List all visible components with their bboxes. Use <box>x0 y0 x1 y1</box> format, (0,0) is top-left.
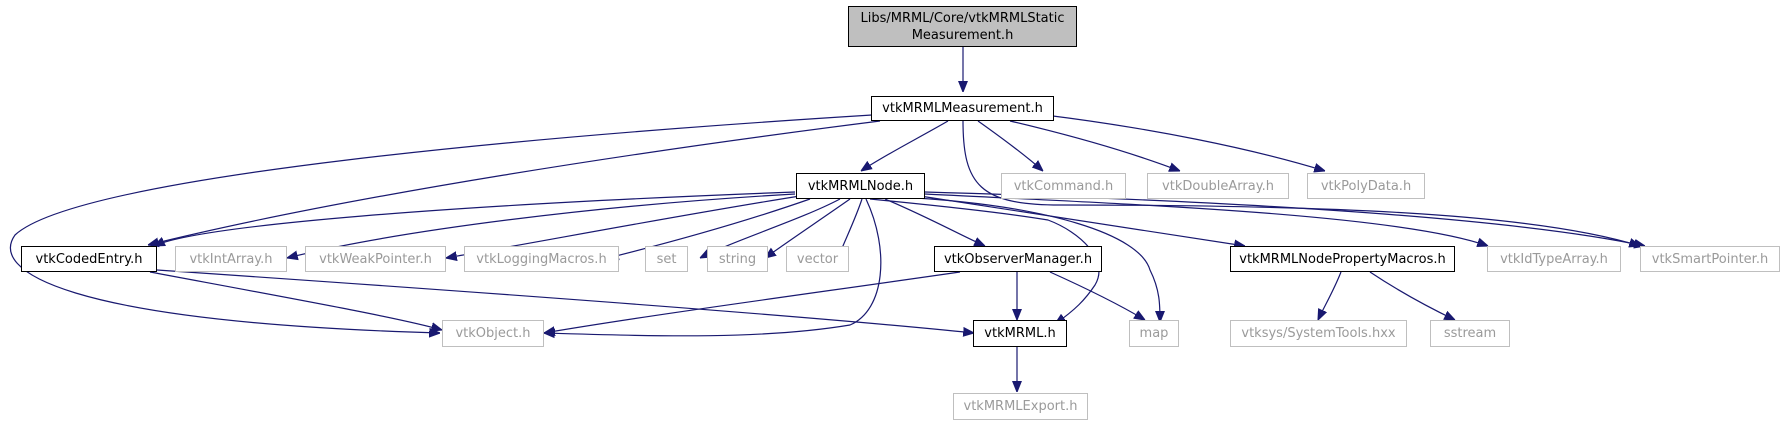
node-vtkcodedentry[interactable]: vtkCodedEntry.h <box>21 246 157 272</box>
node-vtkobservermanager[interactable]: vtkObserverManager.h <box>934 246 1102 272</box>
edge-node-to-propertymacros <box>919 195 1245 246</box>
edge-node-to-string <box>765 198 851 258</box>
edge-measurement-to-polydata <box>1044 114 1325 171</box>
edge-node-to-object <box>544 198 882 336</box>
edge-propertymacros-to-sstream <box>1369 271 1455 320</box>
edge-measurement-to-smartpointer <box>962 120 1640 246</box>
edge-observermanager-to-map <box>1049 271 1145 320</box>
node-vtkloggingmacros: vtkLoggingMacros.h <box>464 246 619 272</box>
edge-node-to-observermanager <box>884 198 985 246</box>
edge-propertymacros-to-systemtools <box>1318 271 1342 320</box>
node-vtkcommand: vtkCommand.h <box>1001 173 1126 199</box>
node-sstream: sstream <box>1430 320 1510 347</box>
edge-measurement-to-node <box>861 120 949 171</box>
edge-node-to-map <box>899 196 1160 322</box>
node-string: string <box>707 246 768 272</box>
node-vtkmrmlnodepropertymacros[interactable]: vtkMRMLNodePropertyMacros.h <box>1230 246 1455 272</box>
edge-node-to-codedentry <box>154 191 796 246</box>
edge-observermanager-to-object <box>544 271 961 333</box>
node-map: map <box>1129 320 1179 347</box>
node-vector: vector <box>786 246 849 272</box>
root-file-label-line1: Libs/MRML/Core/vtkMRMLStatic <box>860 10 1065 26</box>
edge-codedentry-to-mrml <box>156 269 974 333</box>
edge-node-to-loggingmacros <box>608 198 811 258</box>
node-vtkpolydata: vtkPolyData.h <box>1307 173 1425 199</box>
node-vtkweakpointer: vtkWeakPointer.h <box>305 246 446 272</box>
node-vtkmrmlmeasurement[interactable]: vtkMRMLMeasurement.h <box>871 96 1054 121</box>
edge-measurement-to-command <box>977 120 1043 171</box>
edge-codedentry-to-object <box>149 271 442 330</box>
root-file-node: Libs/MRML/Core/vtkMRMLStatic Measurement… <box>848 6 1077 47</box>
node-vtkmrml[interactable]: vtkMRML.h <box>973 320 1067 347</box>
edge-measurement-to-doublearray <box>1009 120 1180 171</box>
edge-node-to-idtypearray <box>924 193 1488 246</box>
node-vtkobject: vtkObject.h <box>442 320 544 347</box>
node-vtkmrmlnode[interactable]: vtkMRMLNode.h <box>796 173 925 199</box>
node-vtksys-systemtools: vtksys/SystemTools.hxx <box>1230 320 1407 347</box>
edge-measurement-to-codedentry <box>148 120 881 245</box>
edge-node-to-smartpointer <box>924 191 1645 246</box>
node-vtksmartpointer: vtkSmartPointer.h <box>1640 246 1780 272</box>
node-vtkintarray: vtkIntArray.h <box>175 246 287 272</box>
node-vtkdoublearray: vtkDoubleArray.h <box>1147 173 1289 199</box>
edge-measurement-to-object <box>9 114 873 333</box>
node-vtkidtypearray: vtkIdTypeArray.h <box>1487 246 1621 272</box>
edge-node-to-mrml <box>869 198 1100 324</box>
node-vtkmrmlexport: vtkMRMLExport.h <box>953 393 1088 420</box>
root-file-label-line2: Measurement.h <box>911 27 1014 43</box>
node-set: set <box>645 246 688 272</box>
